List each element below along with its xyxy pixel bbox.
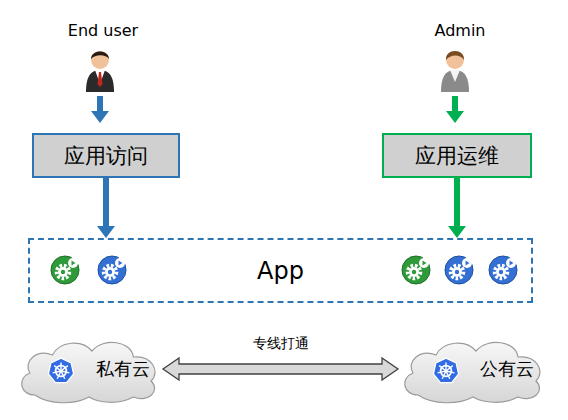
arrow-head [448, 226, 466, 238]
arrow-shaft [454, 178, 460, 226]
role-label: Admin [390, 21, 530, 40]
node-text: 公有云 [480, 357, 534, 381]
edge-label: 专线打通 [201, 335, 361, 353]
connector [97, 178, 115, 238]
node-text: 应用访问 [64, 142, 148, 170]
admin-icon [441, 51, 469, 92]
gear-icon [445, 256, 473, 284]
end-user-icon [86, 51, 114, 92]
arrow-shaft [452, 96, 458, 111]
node-text: App [257, 257, 304, 285]
node-text: 应用运维 [415, 142, 499, 170]
kubernetes-icon [433, 358, 458, 383]
gear-icon [489, 256, 517, 284]
arrow-head [91, 111, 109, 123]
cloud-outline [405, 342, 540, 402]
hair [91, 52, 109, 60]
cloud-outline [22, 342, 155, 402]
admin-arrow [446, 96, 464, 123]
head [91, 51, 109, 69]
double-arrow [163, 358, 398, 380]
arrow-shaft [103, 178, 109, 226]
gear-icon [402, 256, 430, 284]
tie [98, 72, 103, 87]
app-group: App [28, 238, 533, 303]
hair [446, 51, 464, 60]
private-cloud: 私有云 [15, 333, 163, 405]
public-cloud: 公有云 [398, 333, 548, 405]
role-label: End user [33, 21, 173, 40]
arrow-head [446, 111, 464, 123]
suit [86, 70, 114, 92]
gear-icon [51, 256, 79, 284]
ops-box: 应用运维 [382, 133, 532, 178]
connector [163, 358, 398, 380]
connector [448, 178, 466, 238]
kubernetes-icon [48, 358, 73, 383]
gear-icon [98, 256, 126, 284]
head [446, 51, 464, 69]
suit [441, 70, 469, 92]
shirt [95, 70, 105, 84]
access-box: 应用访问 [32, 133, 180, 178]
node-text: 私有云 [96, 357, 150, 381]
arrow-shaft [97, 96, 103, 111]
shirt [450, 70, 460, 82]
arrow-head [97, 226, 115, 238]
user-arrow [91, 96, 109, 123]
